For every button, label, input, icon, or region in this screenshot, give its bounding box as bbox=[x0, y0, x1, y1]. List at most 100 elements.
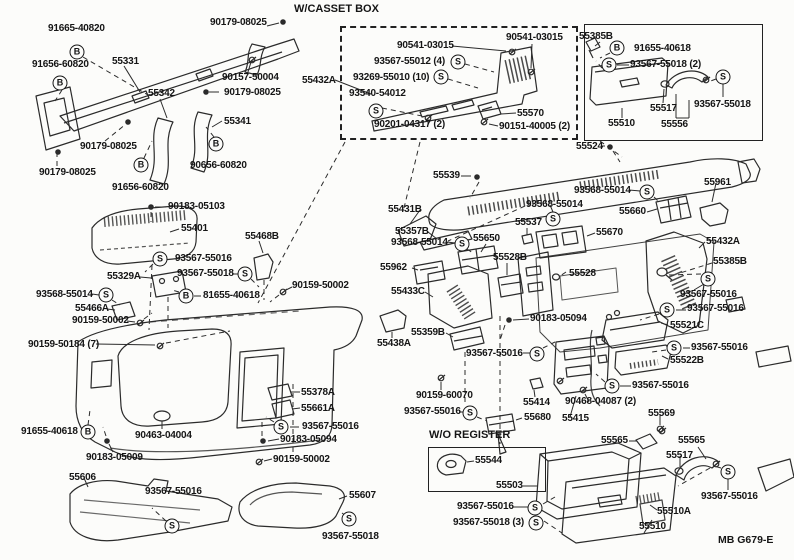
part-label: 91656-60820 bbox=[112, 182, 169, 193]
part-label: 90179-08025 bbox=[210, 17, 267, 28]
part-label: 93567-55018 bbox=[694, 99, 751, 110]
part-label: 90157-50004 bbox=[222, 72, 279, 83]
part-label: 90201-04317 (2) bbox=[374, 119, 445, 130]
fastener-marker-s: S bbox=[700, 271, 716, 287]
part-label: 93567-55016 bbox=[632, 380, 689, 391]
part-label: 93567-55018 bbox=[322, 531, 379, 542]
part-label: 55606 bbox=[69, 472, 96, 483]
part-label: 55565 bbox=[601, 435, 628, 446]
part-label: 55556 bbox=[661, 119, 688, 130]
part-label: 55415 bbox=[562, 413, 589, 424]
fastener-marker-s: S bbox=[454, 236, 470, 252]
fastener-marker-s: S bbox=[152, 251, 168, 267]
part-label: 93567-55016 bbox=[145, 486, 202, 497]
part-label: 55680 bbox=[524, 412, 551, 423]
fastener-marker-b: B bbox=[208, 136, 224, 152]
part-label: 55432A bbox=[706, 236, 740, 247]
fastener-marker-s: S bbox=[601, 57, 617, 73]
part-label: 93568-55014 bbox=[391, 237, 448, 248]
part-label: 93568-55014 bbox=[574, 185, 631, 196]
part-label: 55414 bbox=[523, 397, 550, 408]
fastener-marker-b: B bbox=[609, 40, 625, 56]
fastener-marker-b: B bbox=[69, 44, 85, 60]
part-label: 90151-40005 (2) bbox=[499, 121, 570, 132]
fastener-marker-s: S bbox=[528, 515, 544, 531]
fastener-marker-s: S bbox=[450, 54, 466, 70]
part-label: 93567-55018 (2) bbox=[630, 59, 701, 70]
part-label: 55432A bbox=[302, 75, 336, 86]
part-label: 93567-55016 bbox=[457, 501, 514, 512]
part-label: 93567-55016 bbox=[701, 491, 758, 502]
part-label: 55528B bbox=[493, 252, 527, 263]
part-label: 55660 bbox=[619, 206, 646, 217]
part-label: 93568-55014 bbox=[526, 199, 583, 210]
part-label: 55385B bbox=[713, 256, 747, 267]
fastener-marker-s: S bbox=[433, 69, 449, 85]
part-label: 55438A bbox=[377, 338, 411, 349]
part-label: 90179-08025 bbox=[80, 141, 137, 152]
part-label: 90179-08025 bbox=[224, 87, 281, 98]
part-label: 90183-05094 bbox=[530, 313, 587, 324]
page-code: MB G679-E bbox=[718, 534, 774, 546]
part-label: 55522B bbox=[670, 355, 704, 366]
part-label: 91655-40618 bbox=[634, 43, 691, 54]
fastener-marker-b: B bbox=[80, 424, 96, 440]
part-label: 90463-04004 bbox=[135, 430, 192, 441]
fastener-marker-s: S bbox=[659, 302, 675, 318]
part-label: 55433C bbox=[391, 286, 425, 297]
part-label: 90183-05094 bbox=[280, 434, 337, 445]
part-label: 55510 bbox=[608, 118, 635, 129]
part-label: 93567-55018 (3) bbox=[453, 517, 524, 528]
part-label: 91655-40618 bbox=[21, 426, 78, 437]
part-label: 90183-05009 bbox=[86, 452, 143, 463]
fastener-marker-s: S bbox=[666, 340, 682, 356]
part-label: 55503 bbox=[496, 480, 523, 491]
fastener-marker-s: S bbox=[604, 378, 620, 394]
part-label: 90159-50002 bbox=[72, 315, 129, 326]
part-label: 55342 bbox=[148, 88, 175, 99]
part-label: 55341 bbox=[224, 116, 251, 127]
part-label: 55528 bbox=[569, 268, 596, 279]
fastener-marker-s: S bbox=[164, 518, 180, 534]
part-label: 93567-55016 bbox=[691, 342, 748, 353]
part-label: 93567-55016 bbox=[404, 406, 461, 417]
part-label: 55961 bbox=[704, 177, 731, 188]
part-label: 93269-55010 (10) bbox=[353, 72, 430, 83]
part-label: 55524 bbox=[576, 141, 603, 152]
part-label: 90541-03015 bbox=[506, 32, 563, 43]
fastener-marker-s: S bbox=[529, 346, 545, 362]
part-label: 93567-55016 bbox=[175, 253, 232, 264]
casset-box-outline bbox=[340, 26, 578, 140]
part-label: 55544 bbox=[475, 455, 502, 466]
part-label: 90541-03015 bbox=[397, 40, 454, 51]
fastener-marker-s: S bbox=[368, 103, 384, 119]
part-label: 55510 bbox=[639, 521, 666, 532]
glovebox-detail-outline bbox=[584, 24, 763, 141]
part-label: 55359B bbox=[411, 327, 445, 338]
part-label: 55962 bbox=[380, 262, 407, 273]
part-label: 93567-55016 bbox=[302, 421, 359, 432]
part-label: 90179-08025 bbox=[39, 167, 96, 178]
part-label: 91665-40820 bbox=[48, 23, 105, 34]
part-label: 90159-60070 bbox=[416, 390, 473, 401]
fastener-marker-s: S bbox=[720, 464, 736, 480]
register-box-outline bbox=[428, 447, 546, 492]
part-label: 90159-50184 (7) bbox=[28, 339, 99, 350]
part-label: 55517 bbox=[650, 103, 677, 114]
fastener-marker-s: S bbox=[545, 211, 561, 227]
part-label: 55537 bbox=[515, 217, 542, 228]
part-label: 90159-50002 bbox=[273, 454, 330, 465]
part-label: 55466A bbox=[75, 303, 109, 314]
fastener-marker-s: S bbox=[639, 184, 655, 200]
part-label: 55431B bbox=[388, 204, 422, 215]
part-label: 90183-05103 bbox=[168, 201, 225, 212]
part-label: 55468B bbox=[245, 231, 279, 242]
part-label: 93567-55018 bbox=[177, 268, 234, 279]
part-label: 55378A bbox=[301, 387, 335, 398]
part-label: 55539 bbox=[433, 170, 460, 181]
part-label: 55670 bbox=[596, 227, 623, 238]
part-label: 81655-40618 bbox=[203, 290, 260, 301]
part-label: 55517 bbox=[666, 450, 693, 461]
